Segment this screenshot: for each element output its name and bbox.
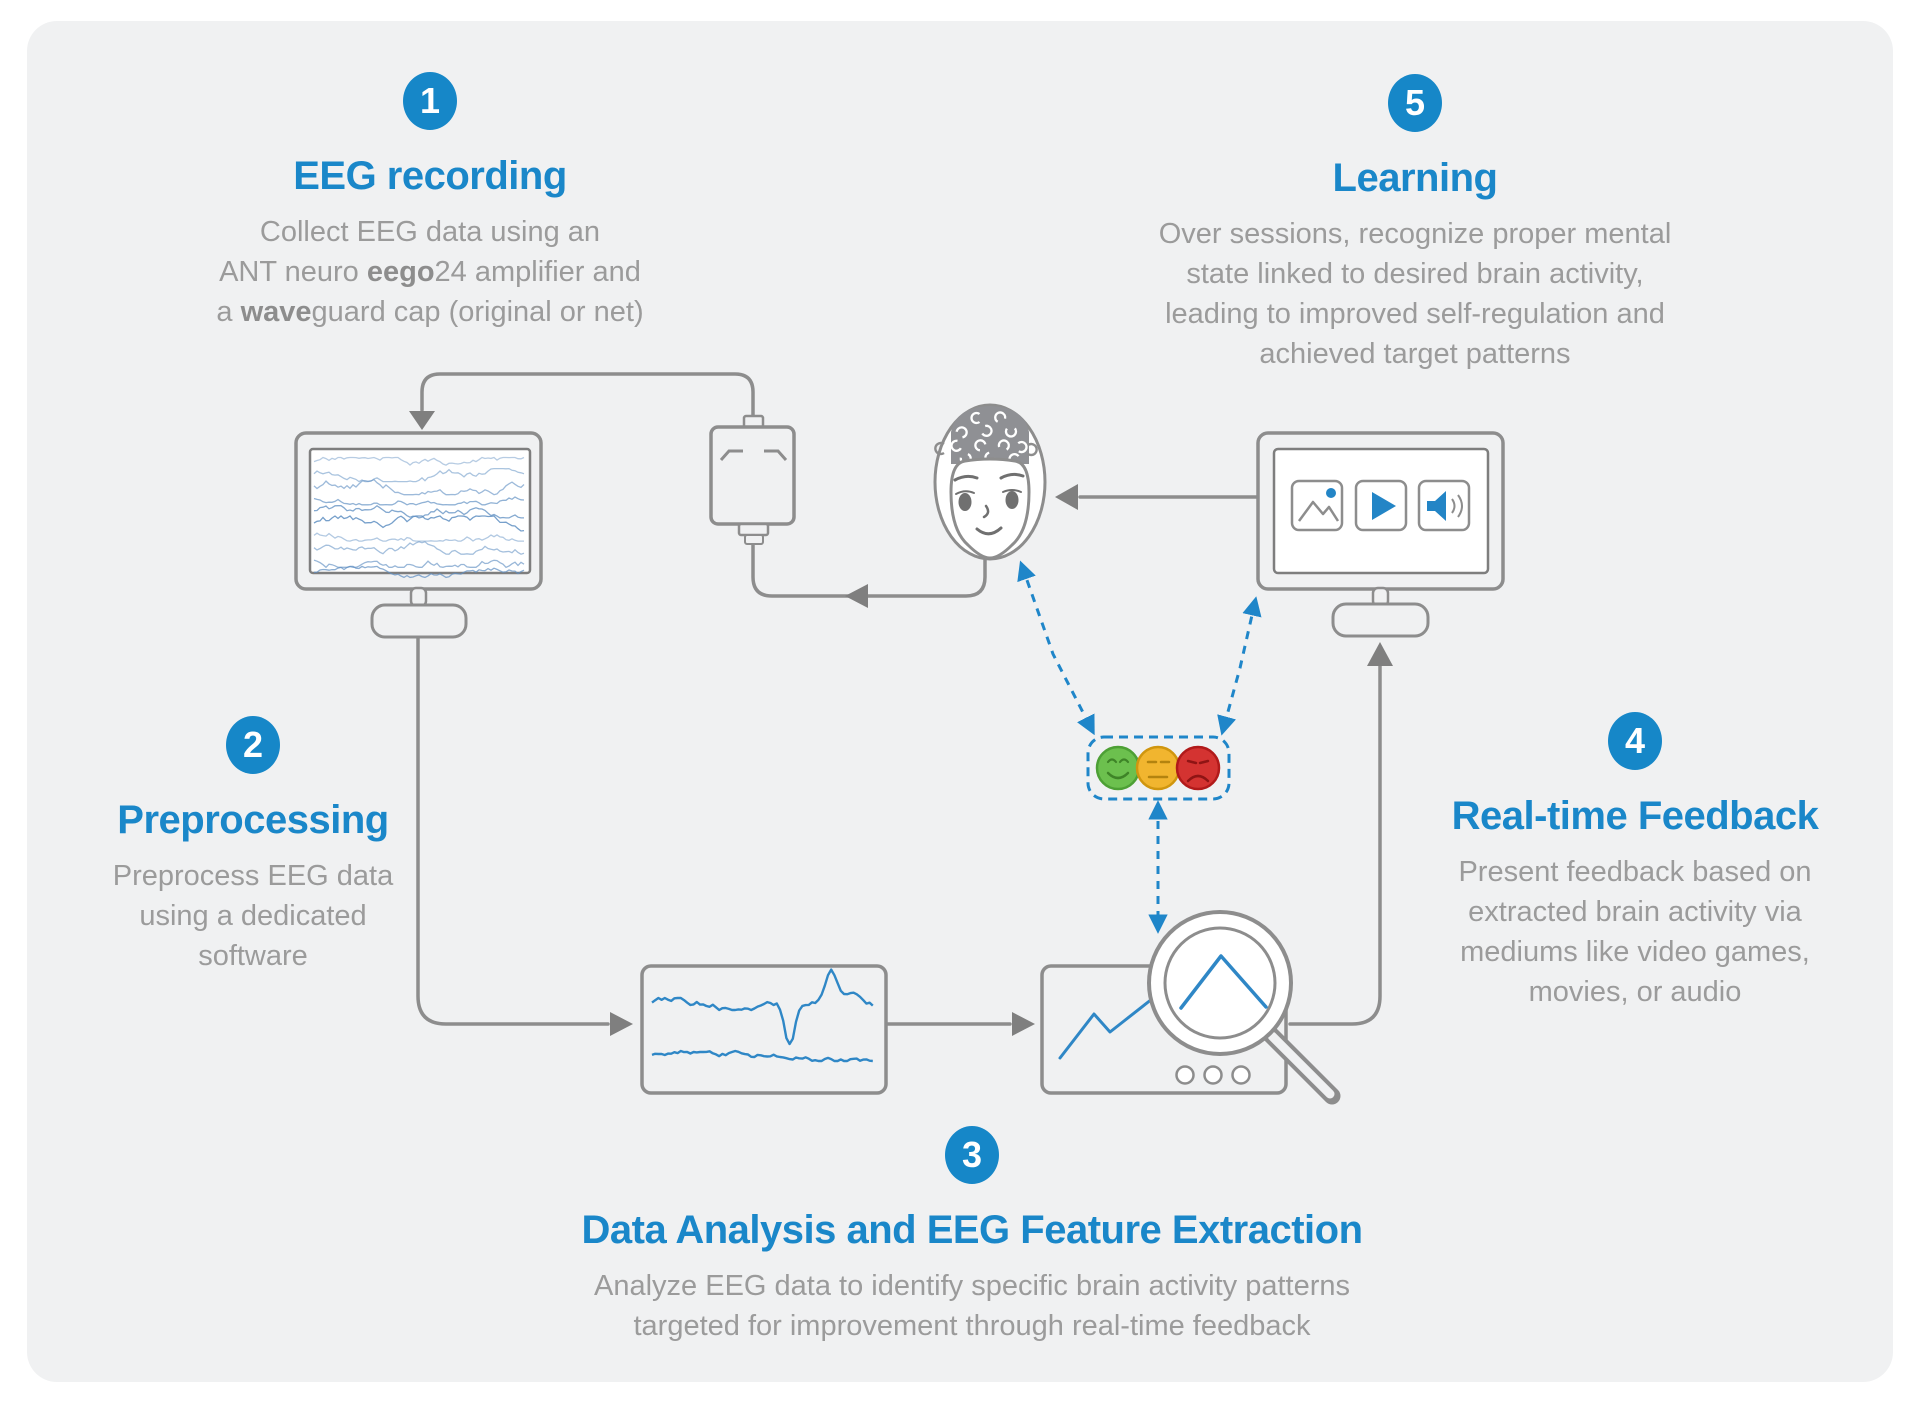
electrode-mark <box>981 424 993 437</box>
arrowhead-up-into-stand <box>1367 642 1393 666</box>
eeg-trace-line <box>313 504 524 519</box>
step-1-eeg-recording: 1 EEG recording Collect EEG data using a… <box>140 72 720 332</box>
step-title: EEG recording <box>293 154 567 198</box>
electrode-mark <box>955 426 968 439</box>
amplifier-vent-left <box>719 449 743 461</box>
play-icon <box>1354 479 1408 532</box>
electrode-mark <box>950 439 962 452</box>
face <box>949 457 1031 560</box>
eye-left <box>958 493 972 511</box>
electrode-mark <box>1004 427 1018 438</box>
eeg-monitor <box>294 431 543 639</box>
eyebrow-right <box>999 472 1025 480</box>
eyelid-left <box>955 490 975 495</box>
nose <box>982 504 990 519</box>
arrowhead-down-into-monitor <box>409 411 435 430</box>
dashed-arrow-box-head <box>1017 560 1095 736</box>
audio-icon <box>1417 479 1471 532</box>
amplifier-vent-right <box>764 449 788 461</box>
magnifier-icon <box>1147 910 1341 1105</box>
step-title: Preprocessing <box>117 798 389 842</box>
electrode-mark <box>997 439 1010 451</box>
eyebrow-left <box>953 474 979 482</box>
face-features <box>953 472 1025 536</box>
eeg-trace-line <box>313 541 525 555</box>
feedback-monitor <box>1256 431 1505 638</box>
mouth <box>975 526 1003 536</box>
eeg-amplifier <box>709 414 796 545</box>
card-dot <box>1175 1065 1195 1085</box>
feedback-dashed-arrows <box>1017 560 1262 934</box>
step-4-realtime-feedback: 4 Real-time Feedback Present feedback ba… <box>1405 712 1865 1012</box>
step-number-badge: 5 <box>1388 74 1442 132</box>
arrowhead-left-to-amplifier <box>845 584 868 608</box>
eeg-trace-line <box>313 496 525 506</box>
monitor-stand <box>1331 602 1430 638</box>
step-title: Data Analysis and EEG Feature Extraction <box>581 1208 1364 1252</box>
step-3-data-analysis: 3 Data Analysis and EEG Feature Extracti… <box>512 1126 1432 1346</box>
sad-face-icon <box>1175 745 1221 791</box>
eeg-trace-line <box>313 467 525 483</box>
connector-analysis-to-monitor <box>1288 664 1382 1026</box>
electrode-mark <box>994 411 1007 423</box>
eeg-trace-line <box>313 456 525 466</box>
feedback-emoji-box <box>1086 735 1231 801</box>
electrode-mark <box>974 439 987 452</box>
dashed-arrow-box-monitor <box>1217 596 1262 736</box>
eeg-trace-line <box>313 532 524 542</box>
step-title: Learning <box>1332 156 1498 200</box>
wave-trace-line <box>651 968 874 1046</box>
electrode-mark <box>1017 440 1028 454</box>
side-electrode-left <box>934 441 945 456</box>
connector-head-to-amplifier <box>751 543 987 598</box>
eyelid-right <box>1002 489 1022 493</box>
arrowhead-right-into-wavecard <box>610 1012 633 1036</box>
happy-face-icon <box>1095 745 1141 791</box>
eye-right <box>1005 491 1019 509</box>
arrowhead-left-into-head <box>1055 484 1078 510</box>
monitor-neck <box>409 586 428 608</box>
connector-amplifier-to-monitor <box>420 372 755 418</box>
head-with-cap <box>933 403 1047 561</box>
flow-arrowheads <box>409 411 1393 1036</box>
flow-connectors <box>416 372 1382 1026</box>
step-number-badge: 3 <box>945 1126 999 1184</box>
neutral-face-icon <box>1135 745 1181 791</box>
image-icon <box>1290 479 1344 532</box>
card-dot <box>1203 1065 1223 1085</box>
connector-monitor-to-wavecard <box>416 635 610 1026</box>
step-description: Analyze EEG data to identify specific br… <box>594 1270 1350 1342</box>
eeg-trace-line <box>313 565 525 579</box>
monitor-stand <box>370 603 468 639</box>
step-number-badge: 1 <box>403 72 457 130</box>
side-electrode-right <box>1027 442 1038 457</box>
eeg-trace-line <box>313 478 525 496</box>
eeg-traces <box>313 456 525 579</box>
step-number-badge: 2 <box>226 716 280 774</box>
wave-trace-line <box>651 1049 873 1063</box>
step-5-learning: 5 Learning Over sessions, recognize prop… <box>1125 74 1705 374</box>
analysis-card <box>1040 910 1341 1105</box>
step-title: Real-time Feedback <box>1451 794 1819 838</box>
cap-electrodes <box>950 411 1028 466</box>
card-dot <box>1231 1065 1251 1085</box>
peak-line <box>1179 954 1268 1010</box>
step-number-badge: 4 <box>1608 712 1662 770</box>
wave-card <box>640 964 888 1095</box>
eeg-trace-line <box>313 515 525 532</box>
wave-traces <box>651 968 874 1063</box>
electrode-mark <box>970 411 981 425</box>
arrowhead-right-into-analysis <box>1012 1012 1035 1036</box>
